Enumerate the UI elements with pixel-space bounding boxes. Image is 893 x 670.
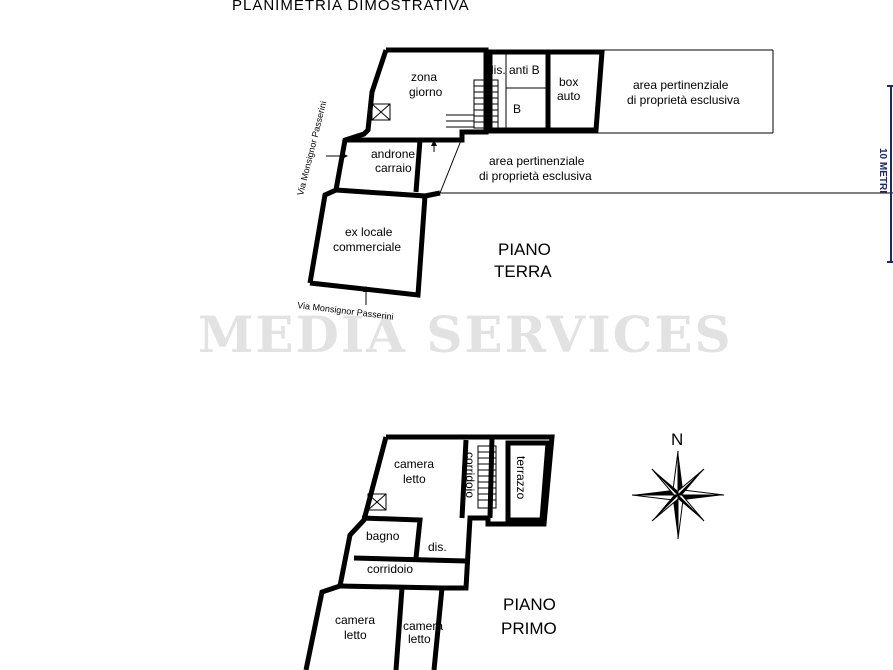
bath-block-wall [487,49,551,133]
room-label-letto-3: letto [408,632,431,646]
chimney-ground [371,103,391,121]
area-top-line2: di proprietà esclusiva [627,93,740,107]
area-top-line1: area pertinenziale [633,78,729,92]
room-label-ex-locale: ex locale [345,225,393,239]
first-floor-wall-right [386,434,555,591]
room-label-dis: dis. [487,63,506,77]
area-mid-line1: area pertinenziale [489,154,585,168]
room-label-b: B [513,102,521,116]
room-label-zona: zona [411,70,437,84]
ground-floor-plan: zona giorno dis. anti B B box auto area … [295,47,893,322]
room-label-auto: auto [557,89,581,103]
room-label-letto-2: letto [344,628,367,642]
androne-right-wall [413,139,423,193]
chimney-first [367,493,387,511]
building-wall-top [386,47,489,143]
compass-rose-icon: N [631,430,725,540]
scale-label: 10 METRI [877,148,888,193]
building-wall-shop [309,187,428,298]
floor-label-piano-terra-1: PIANO [498,240,551,259]
entrance-arrow-shop [431,140,437,152]
camera-partition [393,587,405,670]
room-label-camera-2: camera [335,613,375,627]
room-label-dis-first: dis. [428,540,447,554]
entrance-arrow-bottom [363,286,369,305]
property-line-diag [439,132,465,194]
building-wall-link [424,190,441,199]
first-floor-plan: camera letto corridoio terrazzo bagno di… [303,434,557,670]
stairs-first [477,445,497,509]
room-label-corridoio-h: corridoio [367,562,413,576]
box-auto-wall [544,49,605,133]
terrazzo-wall [505,440,551,523]
room-label-letto-1: letto [403,472,426,486]
area-mid-line2: di proprietà esclusiva [479,169,592,183]
room-label-corridoio-v: corridoio [463,452,477,498]
floor-label-piano-primo-1: PIANO [503,595,556,614]
first-floor-wall-bottom-right [431,587,445,670]
north-label: N [671,430,683,449]
street-label-side: Via Monsignor Passerini [295,100,328,196]
corridoio-top-wall [353,555,467,564]
floor-label-piano-primo-2: PRIMO [501,619,557,638]
room-label-bagno: bagno [366,529,400,543]
room-label-commerciale: commerciale [333,240,401,254]
room-label-camera-3: camera [403,619,443,633]
room-label-androne: androne [371,147,415,161]
room-label-camera-1: camera [394,457,434,471]
corridoio-bottom-wall [339,583,443,591]
room-label-terrazzo: terrazzo [514,456,528,500]
bagno-wall [361,515,423,559]
corridoio-left-wall [459,439,469,519]
stairs-wall [487,436,495,519]
room-label-carraio: carraio [375,161,412,175]
plan-title: PLANIMETRIA DIMOSTRATIVA [232,0,470,14]
scale-bar: 10 METRI [877,85,893,263]
room-label-box: box [559,75,578,89]
stairs-ground [446,79,499,129]
floor-label-piano-terra-2: TERRA [494,262,552,281]
room-label-giorno: giorno [409,85,443,99]
room-label-anti-b: anti B [509,63,540,77]
building-wall-left [307,49,389,284]
watermark: MEDIA SERVICES [198,305,733,364]
entrance-arrow-left [326,153,348,159]
